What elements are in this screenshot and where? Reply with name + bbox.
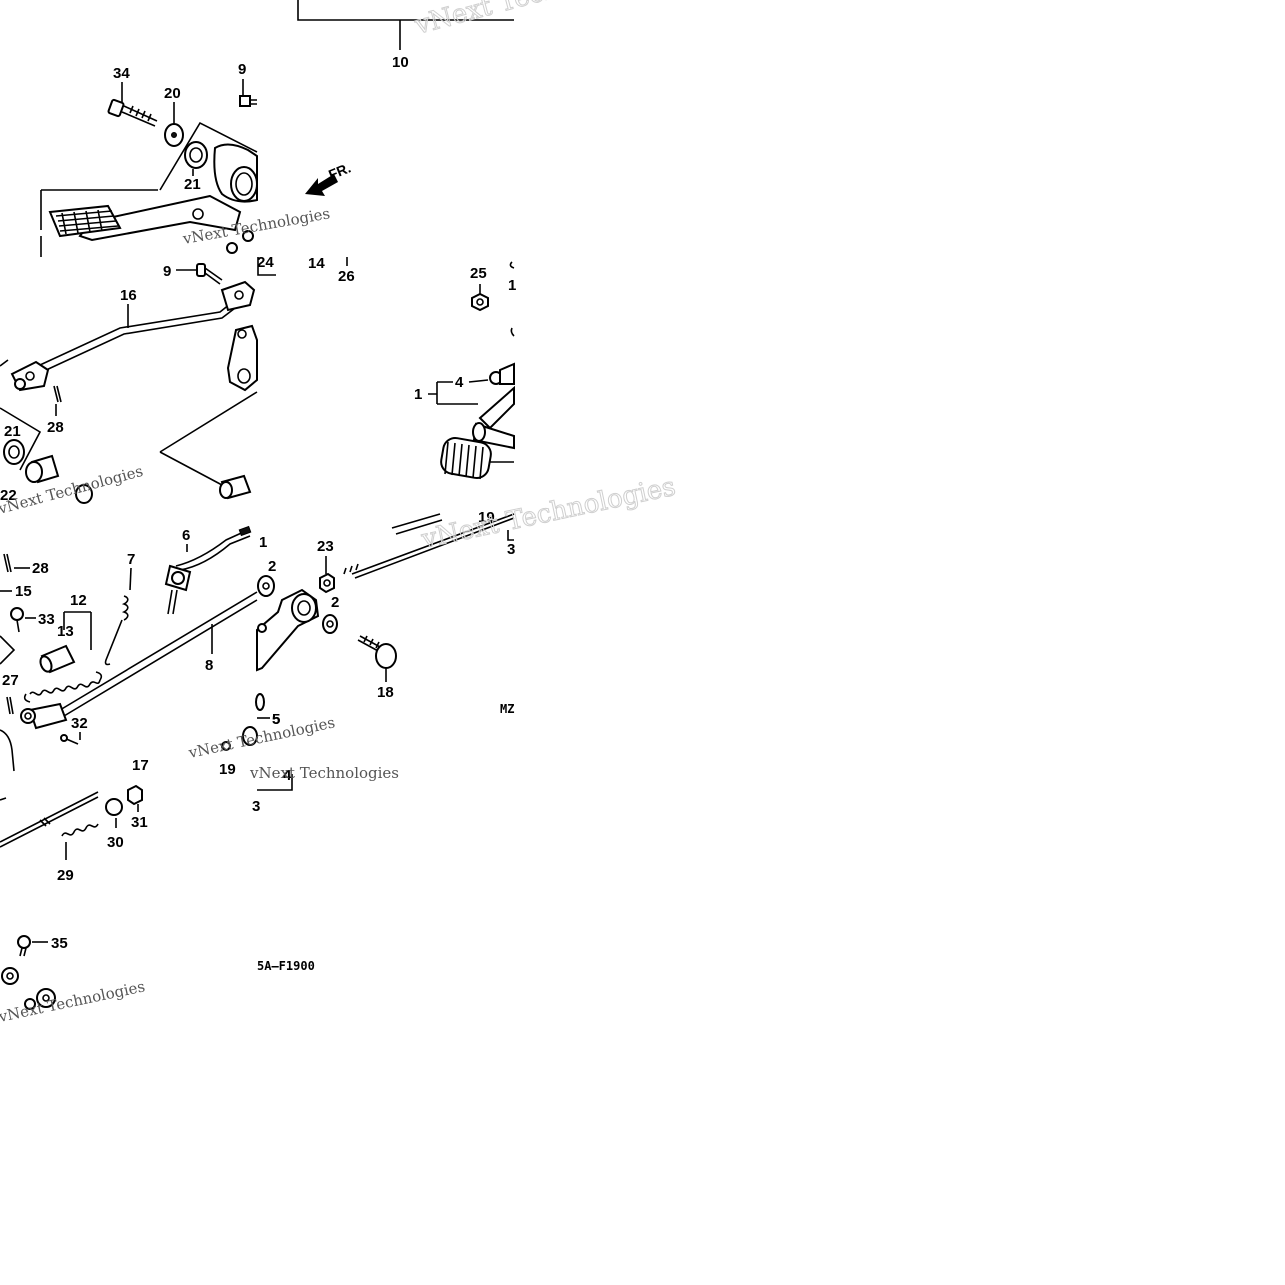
watermark: vNext Technologies xyxy=(0,977,147,1026)
callout-12: 12 xyxy=(70,592,87,609)
brake-arm-assembly: 19 3 23 2 2 18 MZ 5 vNext Technologies xyxy=(255,471,679,728)
watermark: vNext Technologies xyxy=(411,0,669,41)
brake-pedal-assembly: 34 20 21 9 vNext Technologies xyxy=(40,61,331,257)
callout-5: 5 xyxy=(272,711,280,728)
callout-18: 18 xyxy=(377,684,394,701)
watermark: vNext Technologies xyxy=(0,462,145,518)
callout-30: 30 xyxy=(107,834,124,851)
callout-1: 1 xyxy=(414,386,422,403)
front-direction-arrow-icon: FR. xyxy=(305,159,353,196)
callout-9: 9 xyxy=(238,61,246,78)
callout-35: 35 xyxy=(51,935,68,952)
svg-text:FR.: FR. xyxy=(326,159,353,182)
callout-20: 20 xyxy=(164,85,181,102)
callout-23: 23 xyxy=(317,538,334,555)
callout-7: 7 xyxy=(127,551,135,568)
callout-13: 13 xyxy=(57,623,74,640)
callout-29: 29 xyxy=(57,867,74,884)
callout-19: 19 xyxy=(219,761,236,778)
callout-1: 1 xyxy=(259,534,267,551)
figure-footer: 19 3 4 5A–F1900 vNext Technologies xyxy=(219,761,399,973)
tile-upper-right: 10 FR. vNext Technologies xyxy=(297,0,670,196)
callout-28: 28 xyxy=(32,560,49,577)
callout-33: 33 xyxy=(38,611,55,628)
callout-8: 8 xyxy=(205,657,213,674)
change-pedal-assembly: 24 14 26 25 1 1 4 xyxy=(257,254,516,480)
callout-24: 24 xyxy=(257,254,274,271)
callout-9: 9 xyxy=(163,263,171,280)
figure-code: 5A–F1900 xyxy=(257,959,315,973)
callout-10: 10 xyxy=(392,54,409,71)
callout-14: 14 xyxy=(308,255,325,272)
cable-and-spring-assembly: 17 29 30 31 35 vNext Technologies xyxy=(0,757,149,1026)
figure-code-partial: MZ xyxy=(500,702,514,716)
callout-2: 2 xyxy=(268,558,276,575)
callout-1: 1 xyxy=(508,277,516,294)
callout-26: 26 xyxy=(338,268,355,285)
callout-21: 21 xyxy=(184,176,201,193)
callout-3: 3 xyxy=(252,798,260,815)
callout-4: 4 xyxy=(283,767,292,784)
callout-3: 3 xyxy=(507,541,515,558)
callout-5: 5 xyxy=(272,711,280,728)
watermark: vNext Technologies xyxy=(249,764,399,782)
callout-34: 34 xyxy=(113,65,130,82)
callout-6: 6 xyxy=(182,527,190,544)
callout-19: 19 xyxy=(478,509,495,526)
callout-28: 28 xyxy=(47,419,64,436)
callout-25: 25 xyxy=(470,265,487,282)
callout-4: 4 xyxy=(455,374,464,391)
callout-31: 31 xyxy=(131,814,148,831)
watermark: vNext Technologies xyxy=(186,713,336,762)
watermark: vNext Technologies xyxy=(418,472,678,555)
callout-2: 2 xyxy=(331,594,339,611)
callout-32: 32 xyxy=(71,715,88,732)
callout-21: 21 xyxy=(4,423,21,440)
brake-rod-assembly: 9 16 28 21 22 v xyxy=(0,263,258,518)
callout-16: 16 xyxy=(120,287,137,304)
callout-17: 17 xyxy=(132,757,149,774)
callout-15: 15 xyxy=(15,583,32,600)
brake-switch-and-spring-assembly: 28 15 33 12 13 7 6 1 8 xyxy=(0,525,337,772)
callout-27: 27 xyxy=(2,672,19,689)
callout-22: 22 xyxy=(0,487,17,504)
